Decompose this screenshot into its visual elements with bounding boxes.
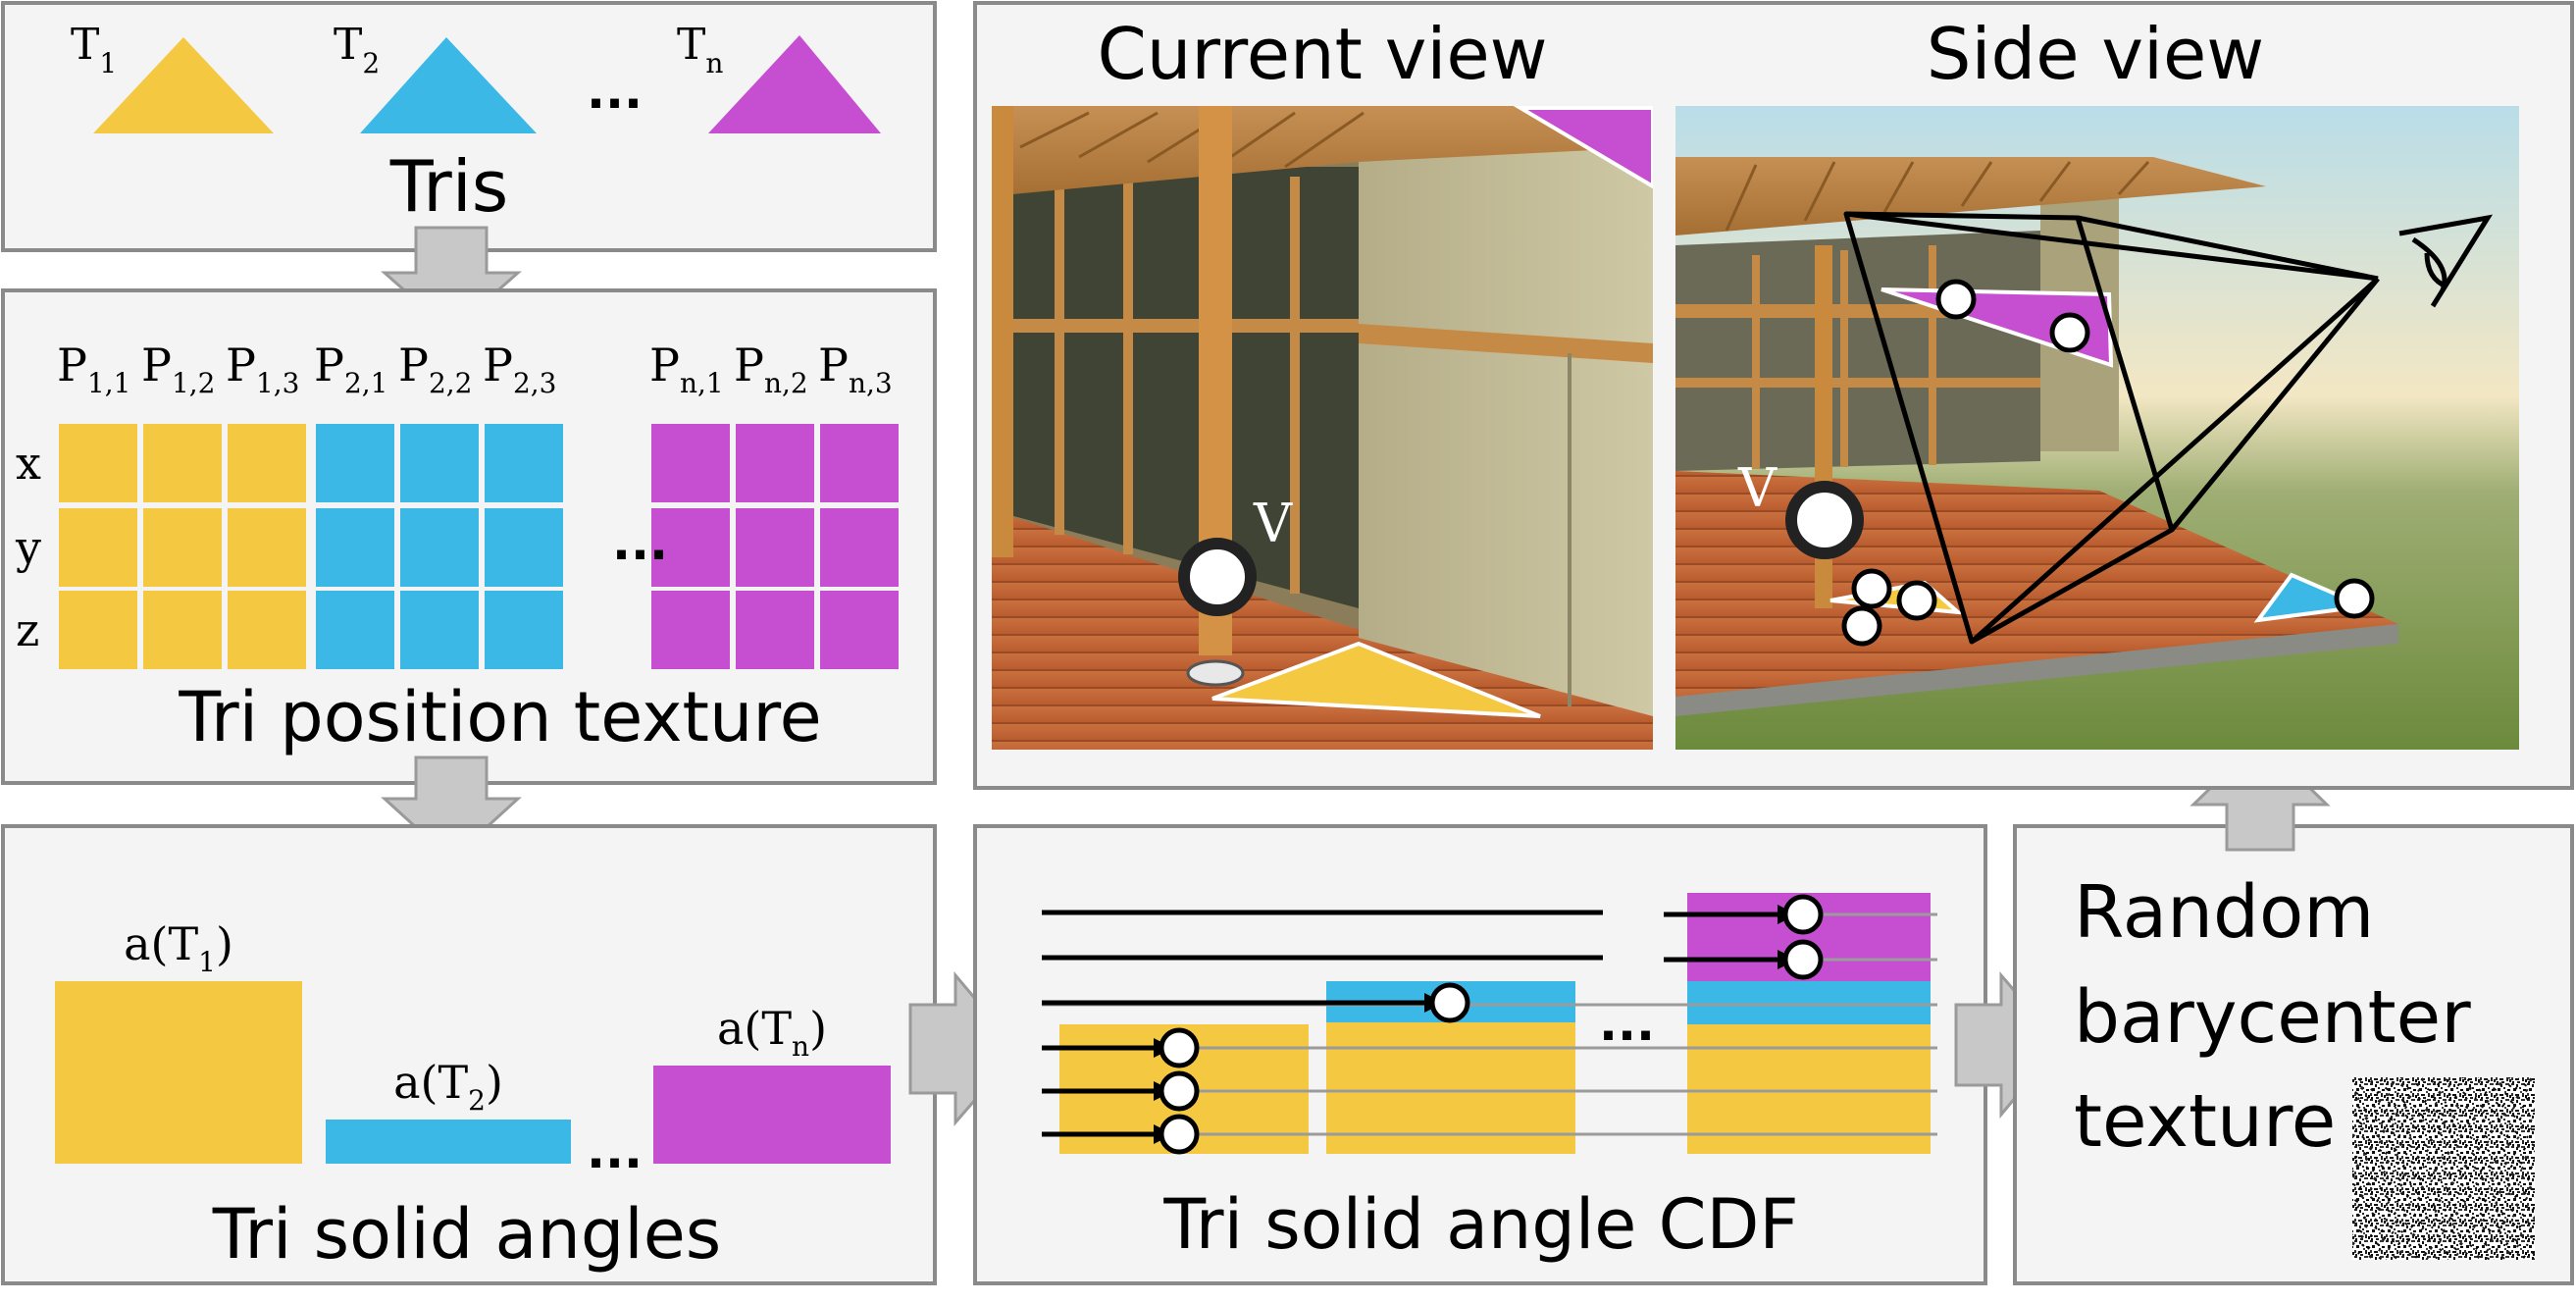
position-column-label: P1,2 [141, 339, 215, 399]
solid-angles-title: Tri solid angles [212, 1194, 722, 1275]
solid-angle-label: a(T2) [393, 1056, 503, 1117]
solid-angle-bar [653, 1066, 891, 1164]
position-column-label: Pn,1 [649, 339, 724, 399]
position-column-label: P1,1 [57, 339, 130, 399]
position-texel [228, 508, 306, 587]
position-texel [820, 508, 899, 587]
view-frustum [1843, 211, 2380, 645]
position-texel [820, 591, 899, 669]
position-texel [485, 424, 563, 502]
solid-angle-label: a(T1) [124, 917, 233, 978]
position-column-label: P2,1 [314, 339, 387, 399]
viewer-label-side: V [1737, 457, 1777, 519]
cdf-column-3-yellow [1687, 1024, 1931, 1154]
solid-angle-bar [55, 981, 302, 1164]
tris-ellipsis: ... [587, 63, 643, 120]
side-sample-point [2334, 578, 2375, 619]
cdf-sample-point [1429, 982, 1470, 1023]
position-texel [820, 424, 899, 502]
cdf-sample-point [1159, 1070, 1200, 1112]
current-view-image [992, 106, 1653, 750]
barycenter-line-1: Random [2074, 870, 2374, 955]
position-texel [400, 591, 479, 669]
triangle-1-icon [93, 37, 274, 133]
side-sample-point [1841, 605, 1882, 647]
side-sample-point [1935, 279, 1977, 320]
position-texture-ellipsis: ... [612, 514, 668, 571]
side-sample-point [2049, 312, 2090, 353]
tri-n-label: Tn [677, 20, 723, 79]
solid-angle-label: a(Tn) [717, 1002, 827, 1063]
position-texel [736, 424, 814, 502]
current-view-title: Current view [1097, 13, 1547, 95]
position-texel [143, 591, 222, 669]
cdf-title: Tri solid angle CDF [1162, 1184, 1798, 1265]
eye-icon [2398, 214, 2494, 308]
solid-angles-panel: a(T1) a(T2) a(Tn) ... Tri solid angles [1, 824, 937, 1285]
tris-title: Tris [389, 145, 509, 228]
position-texel [736, 591, 814, 669]
position-texel [485, 591, 563, 669]
triangle-n-icon [708, 35, 881, 133]
position-texel [485, 508, 563, 587]
tris-panel: T1 T2 Tn ... Tris [1, 1, 937, 252]
position-row-label: x [16, 437, 41, 490]
solid-angles-ellipsis: ... [587, 1122, 643, 1179]
position-texel [59, 591, 137, 669]
solid-angle-bar [326, 1120, 571, 1164]
position-column-label: P2,2 [398, 339, 472, 399]
position-column-label: P1,3 [226, 339, 299, 399]
viewer-point-side [1785, 481, 1864, 559]
cdf-column-3-blue [1687, 981, 1931, 1024]
position-column-label: Pn,2 [734, 339, 808, 399]
cdf-column-2-yellow [1326, 1022, 1575, 1154]
position-texel [651, 424, 730, 502]
position-texel [736, 508, 814, 587]
position-texel [59, 508, 137, 587]
position-texel [228, 424, 306, 502]
position-texel [59, 424, 137, 502]
position-texel [143, 508, 222, 587]
viewer-label-current: V [1253, 493, 1293, 554]
position-texel [228, 591, 306, 669]
cdf-sample-point [1782, 894, 1824, 935]
position-texture-title: Tri position texture [178, 677, 821, 757]
position-texel [143, 424, 222, 502]
position-texel [651, 508, 730, 587]
tri-2-label: T2 [334, 20, 380, 79]
position-column-label: Pn,3 [818, 339, 893, 399]
position-texel [316, 424, 394, 502]
barycenter-line-3: texture [2074, 1079, 2336, 1164]
position-row-label: y [15, 521, 41, 574]
position-column-label: P2,3 [483, 339, 556, 399]
noise-texture-image [2352, 1077, 2535, 1260]
side-sample-point [1851, 568, 1892, 609]
position-texel [316, 591, 394, 669]
cdf-ellipsis: ... [1599, 995, 1655, 1052]
cdf-sample-point [1159, 1114, 1200, 1155]
views-panel: Current view Side view [973, 1, 2574, 790]
cdf-sample-point [1159, 1027, 1200, 1068]
cdf-sample-point [1782, 939, 1824, 980]
position-texel [400, 424, 479, 502]
position-texel [400, 508, 479, 587]
barycenter-panel: Random barycenter texture [2013, 824, 2574, 1285]
side-sample-point [1896, 580, 1937, 621]
barycenter-line-2: barycenter [2074, 975, 2471, 1060]
cdf-panel: ... Tri solid angle CDF [973, 824, 1987, 1285]
tri-1-label: T1 [71, 20, 117, 79]
viewer-point-current [1178, 538, 1257, 616]
position-row-label: z [16, 603, 39, 656]
side-view-title: Side view [1927, 13, 2264, 95]
side-view-image [1675, 106, 2519, 750]
position-texel [651, 591, 730, 669]
triangle-2-icon [360, 37, 537, 133]
position-texel [316, 508, 394, 587]
